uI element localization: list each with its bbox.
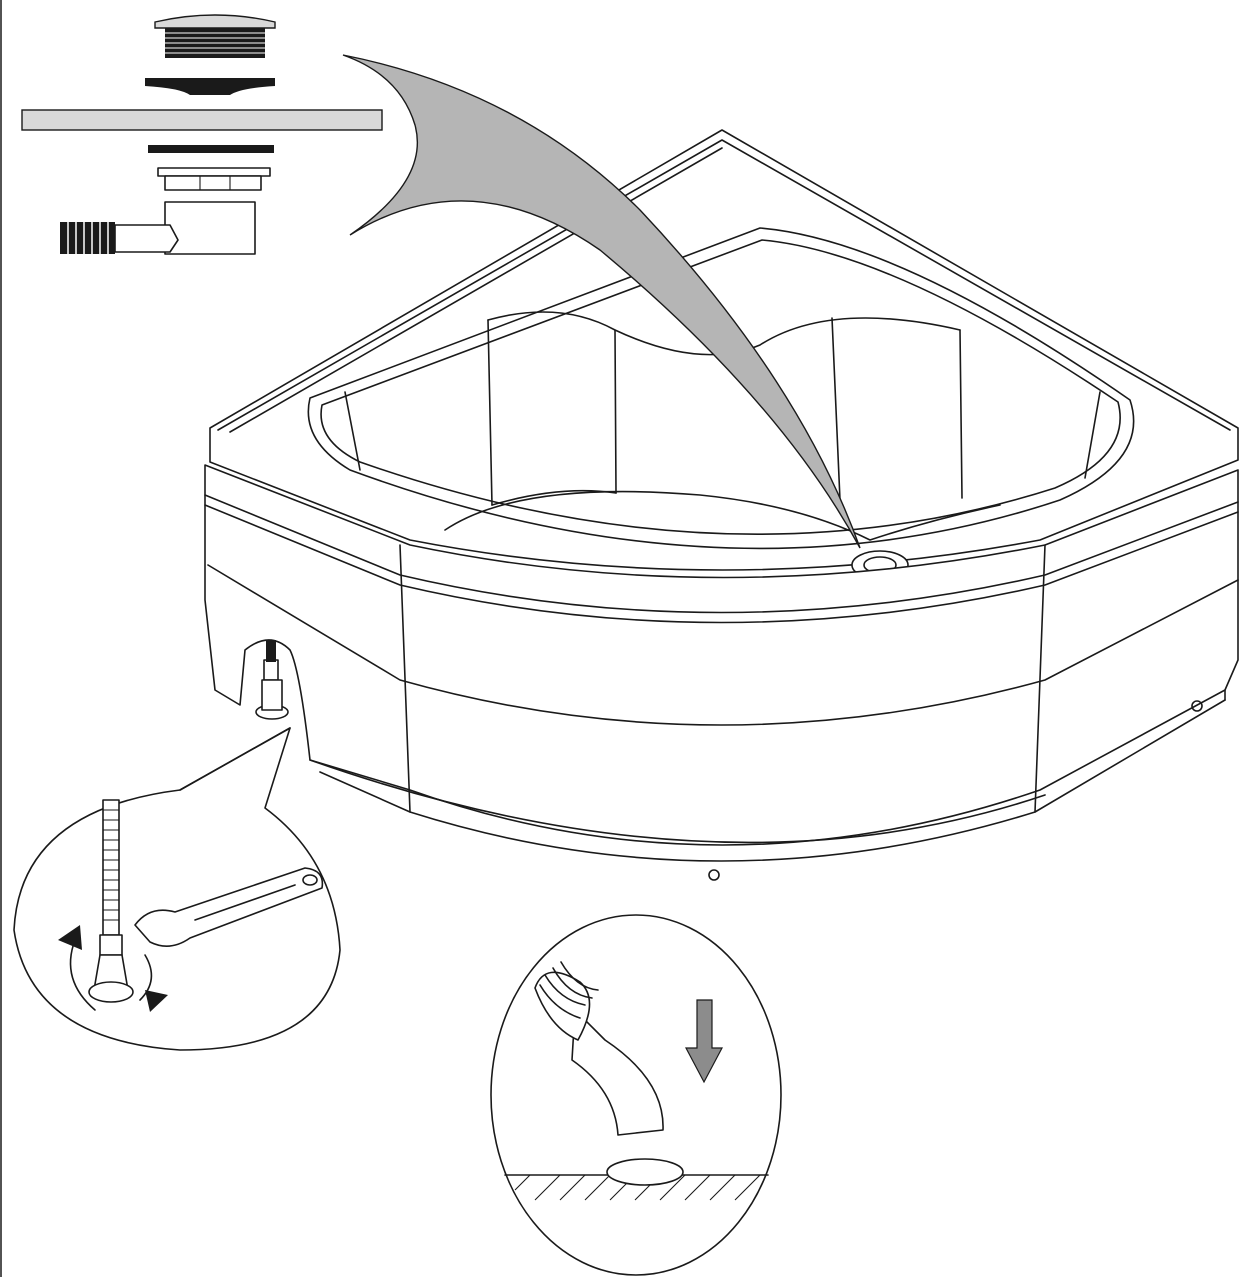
lower-gasket [148,145,274,153]
panel-seam-1 [399,544,411,813]
tray-floor-section [21,109,383,131]
rim-inner-edge [217,139,1231,431]
panel-seam-2 [1034,544,1046,813]
seat-edge-1 [487,319,493,506]
seat-edge-3 [831,317,841,501]
floor-line-1 [491,489,617,506]
apron-band-2 [204,504,1239,624]
hose-drain-detail [490,914,782,1276]
seat-edge-4 [959,329,963,499]
apron-base [319,699,1226,862]
locking-nut-body [164,175,262,191]
drain-plug-thread-lines [165,32,265,54]
corrugated-hose [60,222,115,254]
leg-adjust-detail [13,727,341,1051]
apron-bottom [309,759,1046,844]
rotate-arrow-left-icon [58,925,82,950]
shower-tray [204,129,1239,881]
basin-lip [320,239,1121,536]
locking-nut-flange [157,167,271,177]
screw-side [1191,700,1203,712]
basin-side-left [344,391,361,471]
callout-pointer [342,54,861,549]
leg-thread [266,640,276,662]
rotate-arc-right [139,954,153,1001]
trap-siphon [164,201,256,255]
drain-exploded-view [21,14,383,255]
siphon-outlet [114,224,179,253]
basin-side-right [1084,391,1101,479]
seat-edge-2 [614,329,617,494]
leg-body [261,679,283,711]
tray-apron [204,464,1239,846]
hose-elbow [571,1009,664,1136]
apron-band-3 [207,564,1239,726]
down-arrow-icon [685,999,723,1084]
rim-edge-line [229,147,723,433]
rotate-arc-left [69,939,96,1011]
floor-drain-hole [606,1158,684,1186]
hose-corrugations [534,961,599,1041]
upper-gasket [145,78,275,95]
screw-front [708,869,720,881]
leg-nut [99,934,123,956]
detail-bubble [13,727,341,1051]
leg-stem [263,659,279,681]
basin-floor [444,490,1001,541]
seat-top [487,311,961,356]
wrench-icon [134,867,324,947]
basin-opening [307,227,1135,550]
rotate-arrow-right-icon [145,990,168,1012]
drain-plug-cap [154,14,276,29]
leg-foot-detail [88,981,134,1003]
apron-band-1 [204,494,1239,614]
